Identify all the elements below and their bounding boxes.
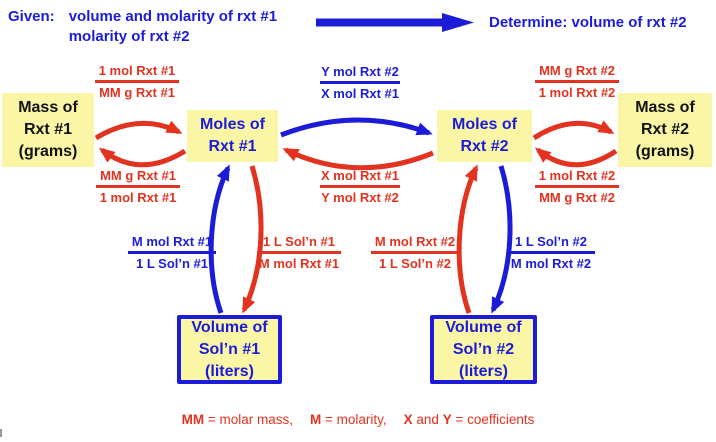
arrow-moles1-to-vol1 — [241, 165, 264, 314]
arrow-moles2-to-moles1 — [282, 147, 434, 171]
given-statement: Given: volume and molarity of rxt #1 mol… — [8, 7, 277, 47]
fraction-numerator: MM g Rxt #1 — [100, 168, 176, 183]
fraction-denominator: 1 L Sol’n #2 — [378, 255, 451, 271]
fraction-numerator: M mol Rxt #2 — [374, 234, 456, 249]
fraction-numerator: 1 mol Rxt #1 — [98, 63, 176, 78]
given-lines: volume and molarity of rxt #1 molarity o… — [69, 7, 277, 47]
arrow-mass1-to-moles1 — [94, 120, 183, 141]
factor-moles2-to-vol2: 1 L Sol’n #2 M mol Rxt #2 — [507, 234, 595, 271]
arrow-moles1-to-mass1 — [98, 147, 187, 168]
fraction-numerator: 1 mol Rxt #2 — [538, 168, 616, 183]
fraction-denominator: 1 mol Rxt #2 — [538, 84, 616, 100]
factor-moles1-to-moles2: Y mol Rxt #2 X mol Rxt #1 — [320, 64, 400, 101]
factor-moles2-to-mass2: MM g Rxt #2 1 mol Rxt #2 — [535, 63, 619, 100]
legend-m-def: = molarity, — [321, 412, 387, 427]
fraction-denominator: M mol Rxt #2 — [510, 255, 592, 271]
legend-mm-def: = molar mass, — [204, 412, 293, 427]
legend-xy-def: = coefficients — [451, 412, 535, 427]
fraction-bar — [535, 185, 619, 188]
arrow-mass2-to-moles2 — [534, 147, 618, 168]
factor-moles1-to-vol1: 1 L Sol’n #1 M mol Rxt #1 — [257, 234, 341, 271]
legend-mm-abbr: MM — [181, 412, 205, 427]
arrow-vol2-to-moles2 — [456, 164, 479, 314]
fraction-bar — [128, 251, 216, 254]
fraction-numerator: 1 L Sol’n #1 — [262, 234, 335, 249]
factor-vol1-to-moles1: M mol Rxt #1 1 L Sol’n #1 — [128, 234, 216, 271]
factor-moles2-to-moles1: X mol Rxt #1 Y mol Rxt #2 — [320, 168, 400, 205]
arrow-moles2-to-vol2 — [490, 165, 513, 314]
fraction-bar — [96, 185, 180, 188]
box-volume-soln2: Volume of Sol’n #2 (liters) — [430, 315, 537, 384]
fraction-denominator: 1 mol Rxt #1 — [99, 189, 177, 205]
fraction-bar — [507, 251, 595, 254]
box-moles-rxt2: Moles of Rxt #2 — [437, 110, 532, 162]
fraction-denominator: Y mol Rxt #2 — [321, 189, 399, 205]
fraction-numerator: 1 L Sol’n #2 — [514, 234, 587, 249]
legend-x-abbr: X — [403, 412, 413, 427]
arrow-vol1-to-moles1 — [208, 164, 231, 314]
box-mass-rxt1: Mass of Rxt #1 (grams) — [2, 93, 94, 167]
legend-and: and — [412, 412, 443, 427]
fraction-bar — [257, 251, 341, 254]
given-line-1: volume and molarity of rxt #1 — [68, 8, 278, 25]
fraction-bar — [95, 80, 179, 83]
factor-moles1-to-mass1: MM g Rxt #1 1 mol Rxt #1 — [96, 168, 180, 205]
fraction-bar — [535, 80, 619, 83]
header-arrow — [316, 13, 474, 32]
given-line-2: molarity of rxt #2 — [68, 28, 190, 45]
corner-artifact — [0, 429, 2, 437]
legend-m-abbr: M — [310, 412, 322, 427]
arrow-moles1-to-moles2 — [280, 117, 433, 138]
fraction-denominator: M mol Rxt #1 — [258, 255, 340, 271]
factor-vol2-to-moles2: M mol Rxt #2 1 L Sol’n #2 — [371, 234, 459, 271]
factor-mass1-to-moles1: 1 mol Rxt #1 MM g Rxt #1 — [95, 63, 179, 100]
fraction-numerator: M mol Rxt #1 — [131, 234, 213, 249]
legend: MM = molar mass, M = molarity, X and Y = c… — [0, 412, 716, 427]
fraction-numerator: X mol Rxt #1 — [320, 168, 400, 183]
fraction-numerator: MM g Rxt #2 — [539, 63, 615, 78]
fraction-denominator: MM g Rxt #2 — [539, 189, 615, 205]
box-mass-rxt2: Mass of Rxt #2 (grams) — [618, 93, 712, 167]
fraction-numerator: Y mol Rxt #2 — [321, 64, 399, 79]
fraction-denominator: X mol Rxt #1 — [320, 85, 400, 101]
arrow-moles2-to-mass2 — [532, 120, 615, 141]
box-volume-soln1: Volume of Sol’n #1 (liters) — [177, 315, 282, 384]
legend-y-abbr: Y — [442, 412, 452, 427]
fraction-denominator: MM g Rxt #1 — [99, 84, 175, 100]
determine-statement: Determine: volume of rxt #2 — [489, 14, 687, 31]
factor-mass2-to-moles2: 1 mol Rxt #2 MM g Rxt #2 — [535, 168, 619, 205]
box-moles-rxt1: Moles of Rxt #1 — [187, 110, 278, 162]
fraction-bar — [371, 251, 459, 254]
given-label: Given: — [8, 8, 55, 25]
fraction-bar — [320, 185, 400, 188]
fraction-bar — [320, 81, 400, 84]
fraction-denominator: 1 L Sol’n #1 — [135, 255, 208, 271]
